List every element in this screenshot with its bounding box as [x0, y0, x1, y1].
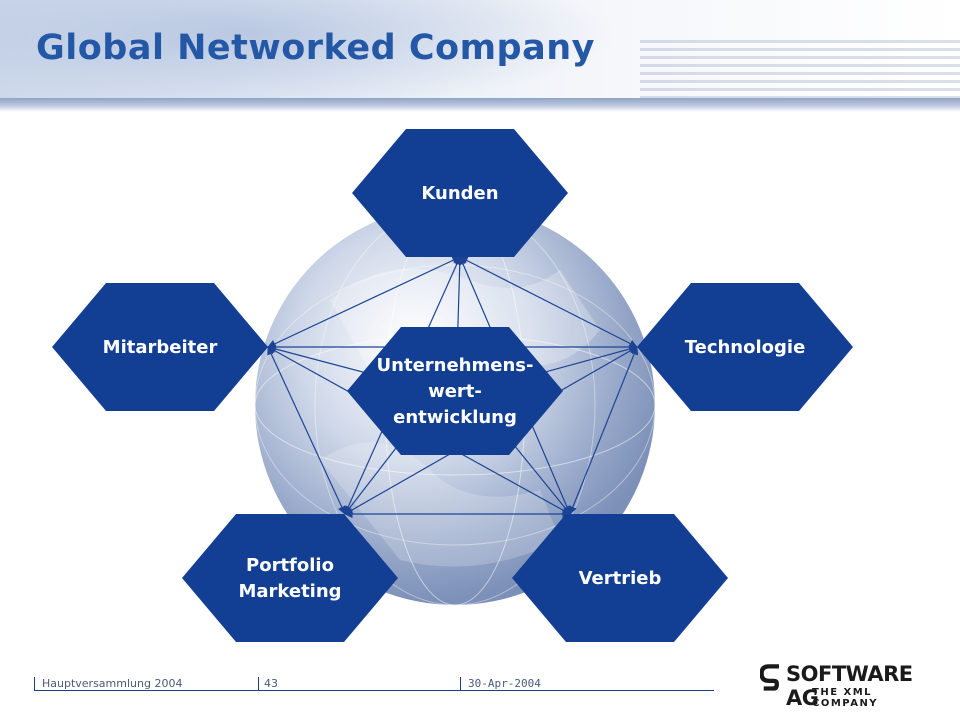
footer-divider — [258, 677, 259, 691]
slide-title: Global Networked Company — [36, 28, 595, 68]
footer-page-number: 43 — [264, 677, 278, 690]
node-center: Unternehmens-wert-entwicklung — [347, 327, 563, 455]
node-label: Technologie — [685, 337, 806, 358]
footer-event: Hauptversammlung 2004 — [42, 677, 183, 690]
hexagon-shape — [512, 514, 728, 642]
node-technologie: Technologie — [637, 283, 853, 411]
logo-tagline: THE XML COMPANY — [812, 687, 879, 709]
logo-name: SOFTWARE AG — [786, 662, 913, 710]
footer-divider — [460, 677, 461, 691]
node-label: Portfolio — [246, 555, 334, 576]
hexagon-shape — [182, 514, 398, 642]
footer-date: 30-Apr-2004 — [468, 677, 541, 690]
node-mitarbeiter: Mitarbeiter — [52, 283, 268, 411]
node-label: Unternehmens- — [377, 355, 534, 376]
node-label: wert- — [428, 381, 482, 402]
footer-divider — [34, 677, 35, 691]
header-background — [0, 0, 960, 110]
hexagon-shape — [347, 327, 563, 455]
node-label: entwicklung — [393, 407, 517, 428]
header-rule — [0, 98, 960, 112]
hexagon-shape — [352, 129, 568, 257]
node-vertrieb: Vertrieb — [512, 514, 728, 642]
node-label: Mitarbeiter — [103, 337, 218, 358]
node-label: Vertrieb — [579, 568, 662, 589]
node-label: Kunden — [421, 183, 498, 204]
node-label: Marketing — [238, 581, 341, 602]
arrow-technologie-vertrieb — [568, 346, 639, 515]
node-kunden: Kunden — [352, 129, 568, 257]
header-stripes — [640, 40, 960, 100]
software-ag-logo: SOFTWARE AG THE XML COMPANY — [758, 662, 938, 710]
hexagon-shape — [637, 283, 853, 411]
logo-s-icon — [760, 664, 780, 691]
footer-rule — [34, 690, 714, 691]
hexagon-shape — [52, 283, 268, 411]
